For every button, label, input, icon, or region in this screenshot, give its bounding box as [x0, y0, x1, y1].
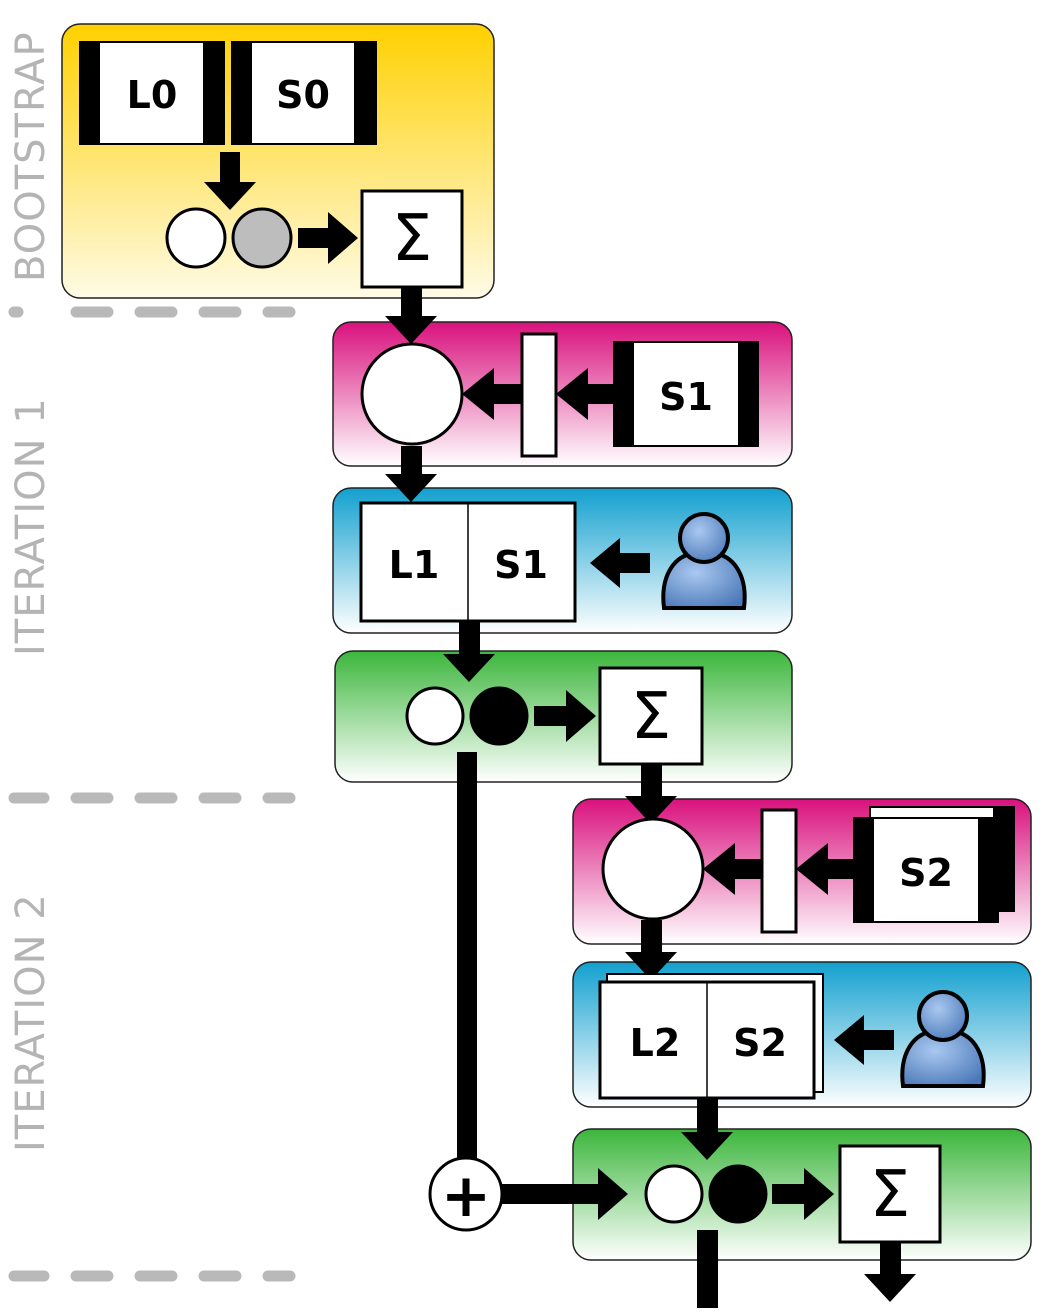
arrow-down-iter2-to-green — [681, 1098, 733, 1160]
circle-black-iter2 — [708, 1164, 768, 1224]
arrow-down-iter1-to-blue — [385, 446, 437, 502]
circle-white-iter1 — [405, 686, 465, 746]
arrow-down-iter2-to-blue — [625, 920, 677, 980]
set-box-l0: L0 — [79, 41, 225, 145]
labeled-set-l2-s2: L2 S2 — [598, 973, 824, 1100]
accumulation-line — [457, 752, 477, 1172]
circle-white-iter2 — [644, 1164, 704, 1224]
circle-white-bootstrap — [165, 207, 227, 269]
arrow-right-plus-to-circles — [502, 1168, 628, 1220]
user-icon — [661, 512, 747, 610]
arrow-left-annotation-iter2 — [834, 1015, 894, 1065]
arrow-right-iter1-green — [534, 690, 596, 742]
label-l1: L1 — [389, 543, 440, 587]
section-label-bootstrap: BOOTSTRAP — [8, 31, 54, 282]
sum-box-bootstrap: Σ — [360, 189, 464, 289]
circle-large-iter1 — [360, 342, 464, 446]
sum-box-iter1: Σ — [598, 666, 704, 766]
arrow-right-iter2-green — [772, 1168, 834, 1220]
label-l0: L0 — [127, 73, 178, 117]
plus-circle-icon: + — [428, 1156, 504, 1232]
sigma-icon: Σ — [392, 202, 432, 276]
arrow-down-iter1-to-green — [443, 622, 495, 682]
circle-large-iter2 — [601, 817, 705, 921]
arrow-left-iter1-b — [556, 368, 616, 420]
circle-black-iter1 — [469, 686, 529, 746]
arrow-left-iter2-a — [703, 843, 763, 895]
section-label-iteration-2: ITERATION 2 — [8, 893, 54, 1152]
label-s1-input: S1 — [659, 375, 713, 419]
arrow-down-to-iter1 — [385, 288, 437, 344]
divider-bar-iter1 — [520, 332, 558, 458]
labeled-set-l1-s1: L1 S1 — [359, 501, 577, 623]
arrow-down-bootstrap — [204, 152, 256, 210]
set-box-s1-input: S1 — [613, 341, 759, 447]
set-box-s0: S0 — [231, 41, 377, 145]
arrow-down-to-iter2 — [625, 764, 677, 824]
section-label-iteration-1: ITERATION 1 — [8, 397, 54, 656]
arrow-left-annotation-iter1 — [590, 538, 650, 588]
label-s2: S2 — [733, 1021, 787, 1065]
label-l2: L2 — [630, 1021, 681, 1065]
accumulation-line-continue — [697, 1230, 718, 1308]
divider-bar-iter2 — [760, 808, 798, 934]
sigma-icon: Σ — [631, 680, 671, 754]
arrow-right-bootstrap — [298, 212, 358, 264]
label-s1: S1 — [494, 543, 548, 587]
arrow-down-continue — [864, 1242, 916, 1302]
label-s2-input: S2 — [899, 851, 953, 895]
plus-symbol: + — [441, 1161, 491, 1231]
circle-gray-bootstrap — [231, 207, 293, 269]
sigma-icon: Σ — [870, 1158, 910, 1232]
arrow-left-iter1-a — [462, 368, 522, 420]
set-box-s2-input: S2 — [853, 806, 1015, 923]
user-icon — [900, 990, 986, 1088]
sum-box-iter2: Σ — [838, 1144, 942, 1244]
arrow-left-iter2-b — [796, 843, 856, 895]
label-s0: S0 — [276, 73, 330, 117]
